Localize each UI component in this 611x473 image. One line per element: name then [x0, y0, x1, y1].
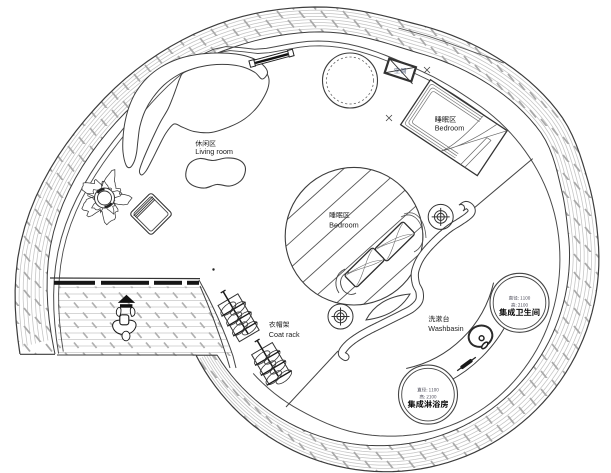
svg-text:Living room: Living room [195, 147, 233, 156]
svg-text:Bedroom: Bedroom [329, 221, 359, 230]
svg-text:Washbasin: Washbasin [428, 324, 463, 333]
svg-text:Coat rack: Coat rack [269, 330, 300, 339]
svg-text:Bedroom: Bedroom [435, 124, 465, 133]
